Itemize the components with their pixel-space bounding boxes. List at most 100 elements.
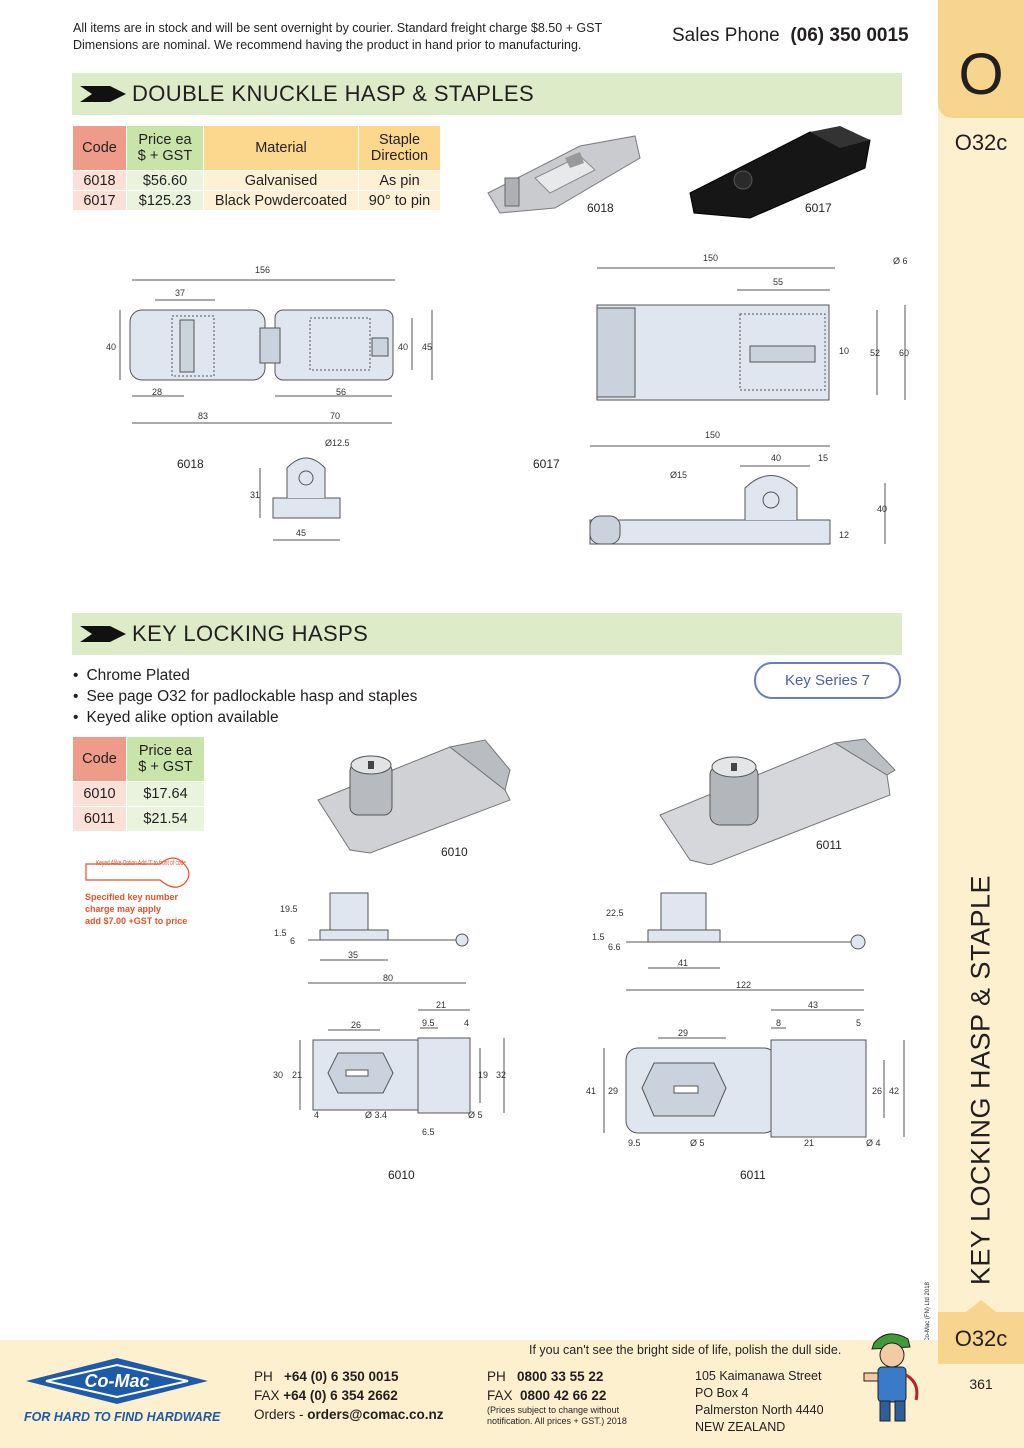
svg-text:55: 55 — [773, 277, 783, 287]
logo-tagline: FOR HARD TO FIND HARDWARE — [24, 1410, 221, 1424]
table-row: 6010$17.64 — [72, 781, 205, 807]
section-letter: O — [958, 42, 1004, 107]
svg-text:150: 150 — [705, 430, 720, 440]
sales-phone: Sales Phone (06) 350 0015 — [672, 25, 909, 46]
col-price: Price ea $ + GST — [126, 736, 205, 782]
svg-text:22.5: 22.5 — [606, 908, 624, 918]
svg-text:150: 150 — [703, 253, 718, 263]
svg-text:35: 35 — [348, 950, 358, 960]
svg-text:21: 21 — [436, 1000, 446, 1010]
drawing-label: 6011 — [740, 1168, 766, 1182]
photo-label: 6010 — [441, 845, 468, 859]
svg-text:26: 26 — [872, 1086, 882, 1096]
drawing-label: 6017 — [533, 457, 560, 471]
page-number: 361 — [969, 1376, 993, 1392]
page-code: O32c — [954, 130, 1008, 155]
svg-text:21: 21 — [804, 1138, 814, 1148]
hasp-6017-photo — [689, 126, 871, 219]
svg-text:122: 122 — [736, 980, 751, 990]
svg-text:Co-Mac: Co-Mac — [84, 1371, 149, 1391]
svg-text:Ø 5: Ø 5 — [468, 1110, 483, 1120]
svg-text:80: 80 — [383, 973, 393, 983]
orders-email[interactable]: orders@comac.co.nz — [307, 1407, 444, 1422]
hasp-6010-photo — [317, 739, 511, 854]
key-option-icon: Keyed Alike Option Add '7' to front of c… — [85, 857, 190, 888]
section-header-key-locking: KEY LOCKING HASPS — [72, 613, 902, 655]
vertical-title: KEY LOCKING HASP & STAPLE — [965, 874, 996, 1286]
svg-text:Ø 5: Ø 5 — [690, 1138, 705, 1148]
photo-label: 6011 — [816, 838, 842, 852]
svg-text:Ø15: Ø15 — [670, 470, 687, 480]
section-title: DOUBLE KNUCKLE HASP & STAPLES — [132, 81, 535, 106]
feature-list: Chrome Plated See page O32 for padlockab… — [73, 665, 417, 728]
svg-text:6.6: 6.6 — [608, 942, 621, 952]
col-material: Material — [203, 125, 359, 171]
section-tab — [938, 0, 1024, 118]
svg-text:29: 29 — [678, 1028, 688, 1038]
svg-text:19: 19 — [478, 1070, 488, 1080]
arrow-icon — [80, 626, 126, 642]
prices-note: (Prices subject to change without notifi… — [487, 1405, 627, 1426]
svg-text:4: 4 — [314, 1110, 319, 1120]
list-item: Keyed alike option available — [73, 707, 417, 728]
list-item: See page O32 for padlockable hasp and st… — [73, 686, 417, 707]
svg-text:Ø 6: Ø 6 — [893, 256, 908, 266]
svg-text:26: 26 — [351, 1020, 361, 1030]
key-series-badge: Key Series 7 — [754, 662, 901, 699]
svg-text:28: 28 — [152, 387, 162, 397]
svg-text:10: 10 — [839, 346, 849, 356]
svg-text:70: 70 — [330, 411, 340, 421]
product-photos-double-knuckle — [487, 126, 871, 219]
drawing-label: 6018 — [177, 457, 204, 471]
svg-text:52: 52 — [870, 348, 880, 358]
svg-text:5: 5 — [856, 1018, 861, 1028]
svg-text:Ø 4: Ø 4 — [866, 1138, 881, 1148]
svg-text:40: 40 — [106, 342, 116, 352]
price-table-key-locking: Code Price ea $ + GST 6010$17.64 6011$21… — [72, 736, 205, 832]
svg-text:60: 60 — [899, 348, 909, 358]
svg-text:83: 83 — [198, 411, 208, 421]
svg-text:21: 21 — [292, 1070, 302, 1080]
svg-text:31: 31 — [250, 490, 260, 500]
section-header-double-knuckle: DOUBLE KNUCKLE HASP & STAPLES — [72, 73, 902, 115]
svg-text:40: 40 — [771, 453, 781, 463]
hasp-6018-photo — [487, 135, 641, 214]
price-table-double-knuckle: Code Price ea $ + GST Material Staple Di… — [72, 125, 441, 211]
svg-text:12: 12 — [839, 530, 849, 540]
svg-text:Ø 3.4: Ø 3.4 — [365, 1110, 387, 1120]
svg-text:Ø12.5: Ø12.5 — [325, 438, 350, 448]
svg-text:30: 30 — [273, 1070, 283, 1080]
col-price: Price ea $ + GST — [126, 125, 204, 171]
svg-text:4: 4 — [464, 1018, 469, 1028]
svg-text:156: 156 — [255, 265, 270, 275]
svg-text:6.5: 6.5 — [422, 1127, 435, 1137]
list-item: Chrome Plated — [73, 665, 417, 686]
svg-text:37: 37 — [175, 288, 185, 298]
col-staple: Staple Direction — [358, 125, 441, 171]
svg-text:41: 41 — [586, 1086, 596, 1096]
svg-text:40: 40 — [398, 342, 408, 352]
photo-label: 6018 — [587, 201, 614, 215]
photo-label: 6017 — [805, 201, 832, 215]
bottom-tab — [938, 1300, 1024, 1364]
stock-notice: All items are in stock and will be sent … — [73, 21, 603, 52]
motto: If you can't see the bright side of life… — [529, 1343, 842, 1357]
contact-main: PH +64 (0) 6 350 0015 FAX +64 (0) 6 354 … — [254, 1369, 444, 1422]
svg-text:9.5: 9.5 — [628, 1138, 641, 1148]
svg-text:43: 43 — [808, 1000, 818, 1010]
svg-text:29: 29 — [608, 1086, 618, 1096]
contact-freephone: PH 0800 33 55 22 FAX 0800 42 66 22 (Pric… — [487, 1367, 647, 1427]
svg-text:56: 56 — [336, 387, 346, 397]
keyed-option-text: Keyed Alike Option Add '7' to front of c… — [96, 860, 186, 867]
col-code: Code — [72, 125, 127, 171]
svg-text:1.5: 1.5 — [592, 932, 605, 942]
svg-text:45: 45 — [422, 342, 432, 352]
svg-text:8: 8 — [776, 1018, 781, 1028]
